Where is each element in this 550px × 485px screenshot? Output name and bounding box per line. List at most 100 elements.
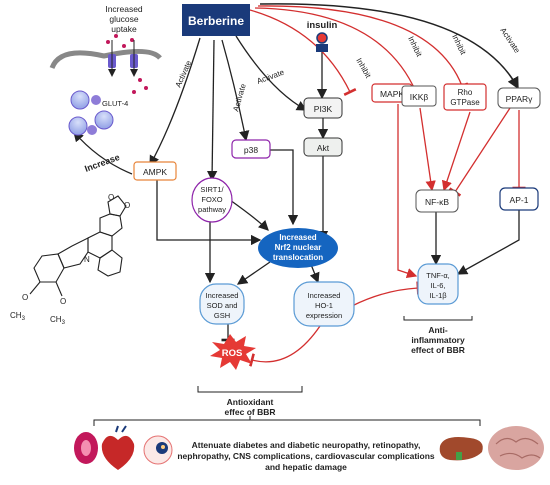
svg-text:FOXO: FOXO	[201, 195, 222, 204]
ikkb-node: IKKβ	[401, 85, 437, 107]
svg-text:GSH: GSH	[214, 311, 230, 320]
inhibit-ppar-nfkb	[448, 107, 511, 197]
svg-text:IL-6,: IL-6,	[430, 281, 445, 290]
svg-text:N: N	[84, 255, 90, 264]
svg-text:Anti-: Anti-	[428, 325, 448, 335]
svg-text:p38: p38	[244, 145, 258, 155]
arrow-berberine-pi3k	[235, 35, 308, 111]
svg-text:IKKβ: IKKβ	[410, 92, 429, 102]
svg-text:CH3: CH3	[50, 315, 66, 326]
antioxidant-label: Antioxidant effec of BBR	[197, 386, 303, 417]
ap1-node: AP-1	[499, 187, 539, 211]
insulin-node: insulin	[307, 20, 338, 52]
svg-text:and hepatic damage: and hepatic damage	[265, 462, 347, 472]
arrow-ampk-nrf2	[156, 180, 262, 246]
svg-text:CH3: CH3	[10, 311, 26, 322]
pi3k-node: PI3K	[303, 97, 343, 119]
svg-text:effect of BBR: effect of BBR	[411, 345, 465, 355]
svg-text:AP-1: AP-1	[510, 195, 529, 205]
svg-text:HO-1: HO-1	[315, 301, 333, 310]
inhibit-berberine-mapk	[249, 9, 357, 97]
insulin-icon	[316, 32, 328, 44]
svg-text:Increased: Increased	[308, 291, 341, 300]
svg-text:SIRT1/: SIRT1/	[200, 185, 224, 194]
inhibit-ho1-tnf	[351, 281, 420, 307]
svg-text:TNF-α,: TNF-α,	[426, 271, 450, 280]
sod-gsh-node: Increased SOD and GSH	[199, 283, 245, 325]
svg-text:IL-1β: IL-1β	[429, 291, 447, 300]
rho-gtpase-node: Rho GTPase	[443, 83, 487, 111]
nfkb-node: NF-κB	[415, 189, 459, 213]
svg-text:PI3K: PI3K	[314, 104, 333, 114]
p38-node: p38	[231, 139, 271, 159]
glucose-uptake-line-3: uptake	[111, 24, 137, 34]
svg-text:MAPK: MAPK	[380, 89, 404, 99]
svg-text:O: O	[60, 297, 66, 306]
svg-text:Rho: Rho	[458, 88, 473, 97]
insulin-label: insulin	[307, 20, 338, 31]
glucose-uptake-line-2: glucose	[109, 14, 139, 24]
ho1-node: Increased HO-1 expression	[293, 281, 355, 327]
glucose-uptake-line-1: Increased	[105, 4, 143, 14]
berberine-structure	[29, 195, 127, 297]
svg-text:O: O	[124, 201, 130, 210]
svg-text:pathway: pathway	[198, 205, 226, 214]
svg-text:GTPase: GTPase	[450, 98, 480, 107]
arrow-p38-nrf2	[270, 149, 299, 226]
svg-text:expression: expression	[306, 311, 342, 320]
glut4-transporter-icon	[108, 40, 138, 77]
organ-icons	[74, 425, 544, 470]
arrow-rho-nfkb	[441, 111, 471, 192]
arrow-ikkb-nfkb	[419, 107, 436, 192]
arrow-berberine-ampk	[149, 37, 201, 167]
berberine-label: Berberine	[188, 14, 244, 28]
arrow-berberine-p38	[221, 39, 250, 142]
label-activate-ampk: Activate	[174, 59, 194, 89]
berberine-node: Berberine	[182, 4, 250, 36]
svg-text:PPARγ: PPARγ	[506, 94, 534, 104]
label-inhibit-mapk: Inhibit	[354, 57, 373, 81]
ampk-node: AMPK	[133, 161, 177, 181]
svg-text:effec of BBR: effec of BBR	[224, 407, 275, 417]
ros-burst-icon	[210, 334, 256, 370]
svg-text:O: O	[108, 193, 114, 202]
akt-node: Akt	[303, 137, 343, 157]
arrow-sirt1-nrf2	[229, 199, 269, 231]
kidney-icon	[74, 432, 98, 464]
liver-icon	[439, 437, 483, 461]
svg-text:nephropathy, CNS complications: nephropathy, CNS complications, cardiova…	[177, 451, 435, 461]
brain-icon	[488, 426, 544, 470]
arrow-ap1-tnf	[456, 210, 520, 275]
svg-text:Increased: Increased	[279, 233, 316, 242]
svg-text:Attenuate diabetes and diabeti: Attenuate diabetes and diabetic neuropat…	[192, 440, 421, 450]
svg-text:translocation: translocation	[273, 253, 323, 262]
svg-text:AMPK: AMPK	[143, 167, 167, 177]
svg-text:NF-κB: NF-κB	[425, 197, 449, 207]
label-activate-ppar: Activate	[498, 26, 522, 55]
svg-text:SOD and: SOD and	[207, 301, 238, 310]
ppar-node: PPARγ	[497, 87, 541, 109]
arrow-nrf2-sod	[236, 261, 271, 285]
svg-text:Antioxidant: Antioxidant	[227, 397, 274, 407]
glucose-uptake-panel: Increased glucose uptake GLUT-4 Increase	[49, 4, 162, 174]
outcome-text: Attenuate diabetes and diabetic neuropat…	[177, 440, 435, 472]
inhibit-ho1-ros	[249, 325, 321, 367]
anti-inflammatory-label: Anti- inflammatory effect of BBR	[403, 316, 473, 355]
glut4-label: GLUT-4	[102, 99, 128, 108]
svg-text:Nrf2 nuclear: Nrf2 nuclear	[275, 243, 322, 252]
arrow-berberine-ppar	[259, 3, 519, 90]
sirt1-node: SIRT1/ FOXO pathway	[191, 177, 233, 223]
ros-node: ROS	[210, 334, 256, 370]
arrow-ampk-increase	[73, 131, 133, 175]
receptor-icon	[316, 44, 328, 52]
berberine-structure-labels: O O N O O CH3 CH3	[10, 193, 130, 326]
svg-text:inflammatory: inflammatory	[411, 335, 465, 345]
glucose-dots-icon	[106, 34, 148, 94]
tnf-il-node: TNF-α, IL-6, IL-1β	[417, 263, 459, 305]
inhibit-berberine-ikkb	[254, 7, 423, 96]
increase-label: Increase	[83, 152, 121, 174]
glut4-vesicles-icon	[68, 90, 114, 136]
cell-membrane	[49, 49, 162, 70]
arrow-berberine-sirt1	[206, 39, 218, 182]
